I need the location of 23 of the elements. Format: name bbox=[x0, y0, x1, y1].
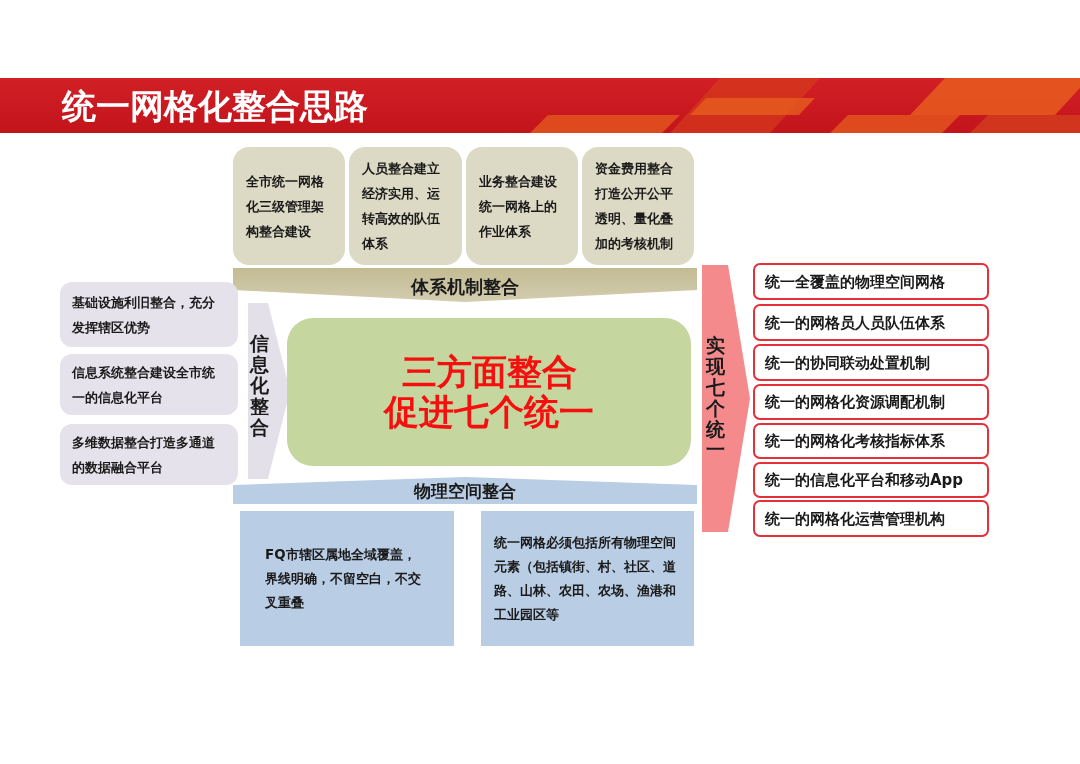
card-text: 统一的协同联动处置机制 bbox=[765, 352, 930, 373]
band-label: 信息化整合 bbox=[250, 333, 269, 438]
band-label: 体系机制整合 bbox=[411, 276, 519, 298]
card-text: 统一的网格化运营管理机构 bbox=[765, 508, 945, 529]
card-text: 全市统一网格化三级管理架构整合建设 bbox=[246, 172, 325, 241]
card-text: 人员整合建立经济实用、运转高效的队伍体系 bbox=[362, 160, 441, 253]
card-text: 业务整合建设统一网格上的作业体系 bbox=[479, 172, 558, 241]
card-text: 统一的网格员人员队伍体系 bbox=[765, 312, 945, 333]
band-label: 实现七个统一 bbox=[706, 335, 725, 461]
card-text: 统一的网格化资源调配机制 bbox=[765, 392, 945, 412]
card-text: 多维数据整合打造多通道的数据融合平台 bbox=[72, 433, 216, 477]
card-text: 信息系统整合建设全市统一的信息化平台 bbox=[72, 363, 216, 407]
card-text: 基础设施利旧整合，充分发挥辖区优势 bbox=[72, 293, 216, 337]
card-text: FQ市辖区属地全域覆盖，界线明确，不留空白，不交叉重叠 bbox=[265, 545, 422, 612]
card-text: 统一网格必须包括所有物理空间元素（包括镇街、村、社区、道路、山林、农田、农场、渔港和工业园区等 bbox=[494, 533, 677, 624]
band-label: 物理空间整合 bbox=[414, 481, 516, 502]
center-text: 三方面整合 bbox=[401, 352, 577, 392]
title: 统一网格化整合思路 bbox=[62, 86, 368, 126]
card-text: 资金费用整合打造公开公平透明、量化叠加的考核机制 bbox=[595, 160, 674, 253]
card-text: 统一全覆盖的物理空间网格 bbox=[765, 271, 945, 292]
card-text: 统一的网格化考核指标体系 bbox=[765, 431, 945, 451]
center-text: 促进七个统一 bbox=[384, 392, 594, 432]
card-text: 统一的信息化平台和移动App bbox=[765, 470, 964, 490]
